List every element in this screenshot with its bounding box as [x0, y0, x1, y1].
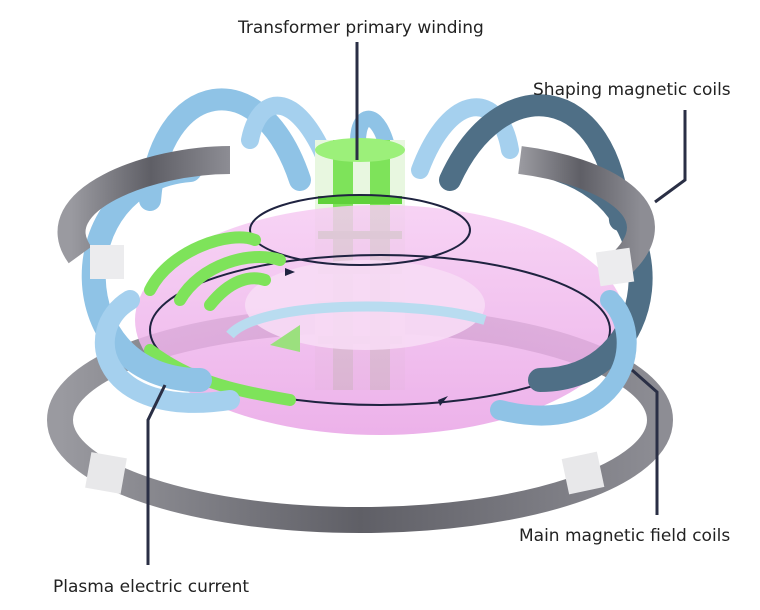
label-main-magnetic-field-coils: Main magnetic field coils — [519, 526, 731, 546]
label-shaping-magnetic-coils: Shaping magnetic coils — [533, 80, 731, 100]
shaping-leader — [654, 110, 687, 204]
leader-lines — [146, 42, 687, 565]
upper-shaping-coil — [57, 146, 655, 287]
label-plasma-electric-current: Plasma electric current — [53, 577, 250, 597]
label-transformer-primary-winding: Transformer primary winding — [238, 18, 484, 38]
field-arrows — [144, 231, 296, 406]
plasma-leader — [146, 384, 167, 565]
main-coils-leader — [631, 368, 659, 515]
